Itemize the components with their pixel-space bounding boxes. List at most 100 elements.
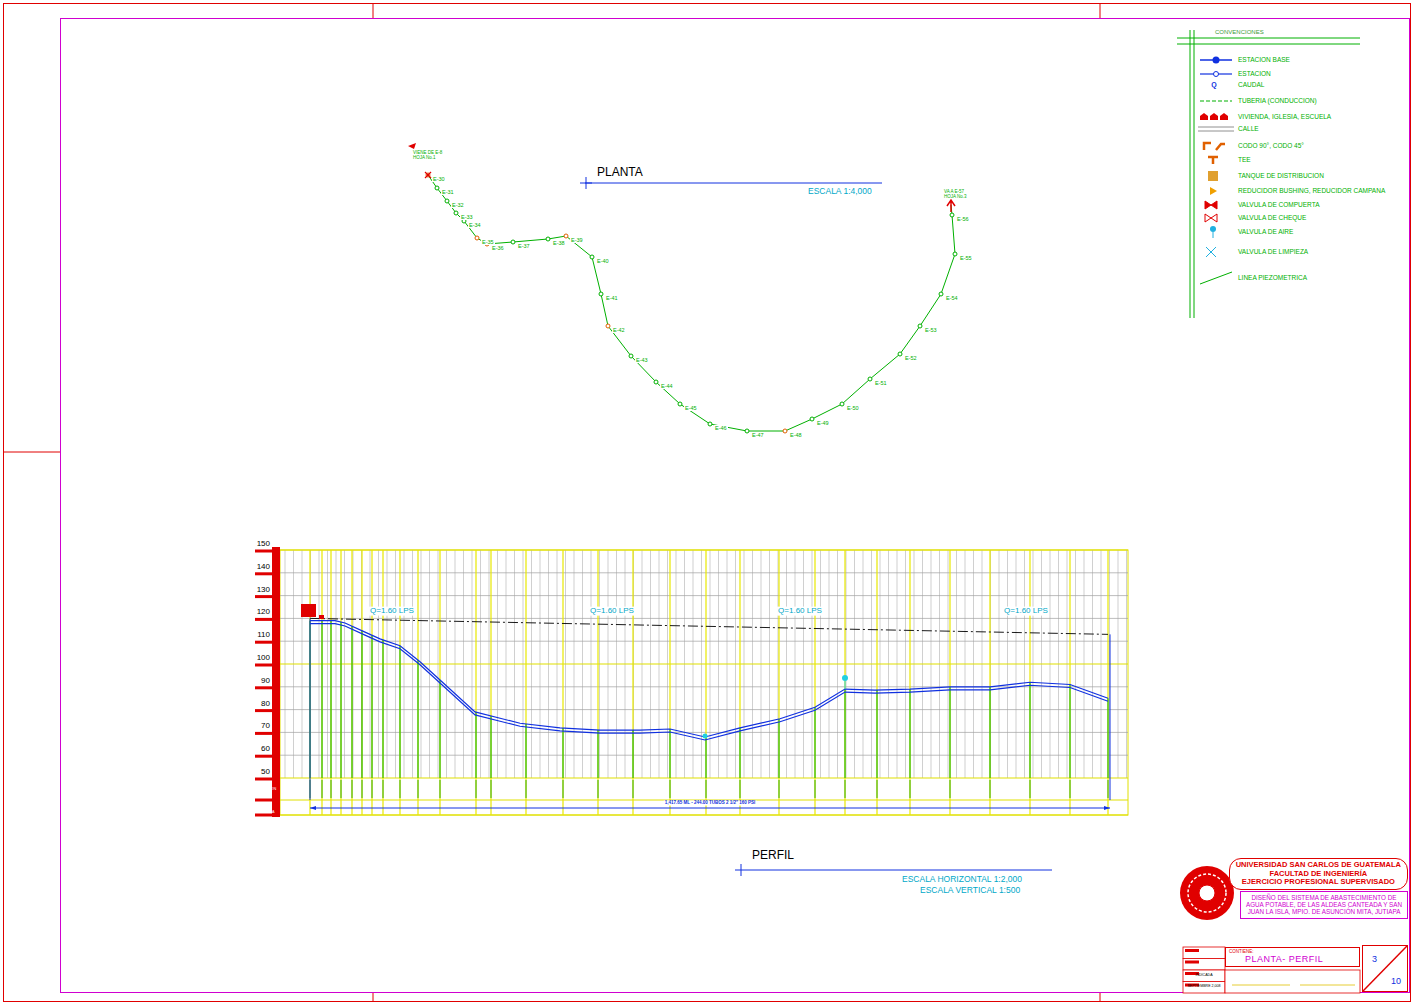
drawing-label: ESCALA VERTICAL 1:500 xyxy=(920,886,1020,895)
elevation-number: 140 xyxy=(257,563,270,572)
station-line xyxy=(400,646,401,778)
elevation-number: 100 xyxy=(257,654,270,663)
station-tick xyxy=(331,780,332,798)
cross-marker xyxy=(425,172,431,178)
drawing-label: Q=1.60 LPS xyxy=(777,607,823,616)
legend-text: VALVULA DE AIRE xyxy=(1238,228,1293,235)
legend-text: VIVIENDA, IGLESIA, ESCUELA xyxy=(1238,113,1331,120)
continue-arrow xyxy=(947,200,955,212)
legend-text: ESTACION xyxy=(1238,70,1271,77)
cleanout-valve xyxy=(703,734,708,739)
profile-grid-frame xyxy=(280,550,1128,815)
flow-arrow xyxy=(408,143,416,149)
legend-sample xyxy=(1208,157,1218,164)
title-row xyxy=(1183,947,1225,959)
plan-view xyxy=(408,143,957,433)
station-label: E-56 xyxy=(956,216,970,222)
inner-border xyxy=(61,19,1410,993)
station-line xyxy=(418,660,419,778)
station-marker xyxy=(678,402,682,406)
signature-line xyxy=(1300,985,1355,986)
title-cross xyxy=(580,183,592,184)
station-label: E-30 xyxy=(432,176,446,182)
elevation-number: 110 xyxy=(257,631,270,640)
node-text: FACULTAD DE INGENIERÍA xyxy=(1236,870,1401,879)
station-gridline xyxy=(778,550,779,815)
station-line xyxy=(845,689,846,778)
station-tick xyxy=(372,780,373,798)
elevation-number: 50 xyxy=(261,768,270,777)
station-tick xyxy=(476,780,477,798)
station-gridline xyxy=(814,550,815,815)
node-text: PLANTA- PERFIL xyxy=(1229,954,1356,964)
drawing-label: Q=1.60 LPS xyxy=(1003,607,1049,616)
station-line xyxy=(491,716,492,778)
grid-line xyxy=(280,815,1128,816)
grid-line xyxy=(280,709,1128,710)
station-gridline xyxy=(1107,550,1108,815)
legend-text: ESTACION BASE xyxy=(1238,56,1290,63)
station-marker xyxy=(546,237,550,241)
station-line xyxy=(563,728,564,778)
station-line xyxy=(598,730,599,778)
frame-tick xyxy=(1100,993,1101,1002)
station-tick xyxy=(706,780,707,798)
drawing-label: TRAMO DE TUBERIA xyxy=(258,802,274,815)
title-underline xyxy=(585,183,882,184)
station-tick xyxy=(1108,780,1109,798)
ruler-tick xyxy=(255,595,280,598)
station-gridline xyxy=(949,550,950,815)
station-tick xyxy=(779,780,780,798)
station-gridline xyxy=(382,550,383,815)
station-gridline xyxy=(669,550,670,815)
station-gridline xyxy=(597,550,598,815)
station-label: E-41 xyxy=(605,295,619,301)
station-gridline xyxy=(876,550,877,815)
drawing-label: ESCALA 1:4,000 xyxy=(808,187,872,196)
check-valve-icon xyxy=(1205,214,1217,222)
title-row xyxy=(1183,970,1225,982)
station-label: E-33 xyxy=(460,214,474,220)
ruler-tick xyxy=(255,664,280,667)
air-valve xyxy=(842,675,848,681)
station-marker xyxy=(939,292,943,296)
station-marker xyxy=(454,211,458,215)
station-label: E-40 xyxy=(596,258,610,264)
dimension-line xyxy=(310,808,1110,809)
title-row xyxy=(1225,970,1360,993)
node-text: UNIVERSIDAD SAN CARLOS DE GUATEMALA xyxy=(1236,861,1401,870)
station-label: E-48 xyxy=(789,432,803,438)
legend-swatch xyxy=(1208,171,1218,181)
station-marker xyxy=(629,354,633,358)
valve-symbol xyxy=(319,615,324,619)
legend-sample xyxy=(1200,57,1232,64)
station-tick xyxy=(418,780,419,798)
station-label: E-47 xyxy=(751,432,765,438)
station-tick xyxy=(1030,780,1031,798)
diagonal-line xyxy=(1363,946,1407,991)
legend-sample xyxy=(1198,127,1234,131)
outer-border xyxy=(4,4,1411,1002)
sample-line xyxy=(1198,131,1234,132)
legend-text: TANQUE DE DISTRIBUCION xyxy=(1238,172,1324,179)
frame-tick xyxy=(373,993,374,1002)
legend-sample xyxy=(1200,101,1232,102)
station-gridline xyxy=(340,550,341,815)
station-gridline xyxy=(490,550,491,815)
node-text: DISEÑO DEL SISTEMA DE ABASTECIMIENTO DE … xyxy=(1244,894,1404,916)
legend-text: REDUCIDOR BUSHING, REDUCIDOR CAMPANA xyxy=(1238,187,1385,194)
station-gridline xyxy=(361,550,362,815)
sample-line xyxy=(1200,101,1232,102)
station-gridline xyxy=(475,550,476,815)
station-line xyxy=(1070,685,1071,778)
station-line xyxy=(331,621,332,778)
station-gridline xyxy=(989,550,990,815)
sample-line xyxy=(1213,232,1214,238)
elbow-icon xyxy=(1216,144,1225,150)
station-label: E-55 xyxy=(959,255,973,261)
grid-line xyxy=(280,641,1128,642)
station-line xyxy=(352,626,353,778)
ruler-tick xyxy=(255,572,280,575)
university-seal xyxy=(1180,866,1234,920)
